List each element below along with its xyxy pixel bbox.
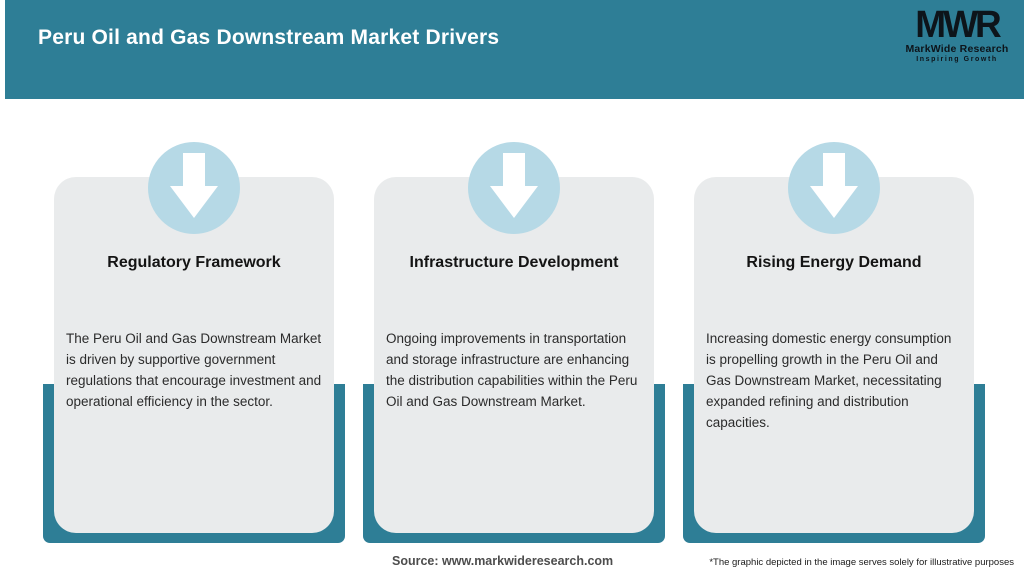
down-arrow-icon [788, 142, 880, 234]
driver-card-rising-energy-demand: Rising Energy Demand Increasing domestic… [683, 0, 985, 576]
card-description: The Peru Oil and Gas Downstream Market i… [66, 331, 322, 409]
card-body: Rising Energy Demand Increasing domestic… [694, 177, 974, 533]
card-title: Rising Energy Demand [746, 254, 922, 271]
card-description: Increasing domestic energy consumption i… [706, 331, 952, 430]
card-body: Regulatory Framework The Peru Oil and Ga… [54, 177, 334, 533]
disclaimer-text: *The graphic depicted in the image serve… [709, 557, 1014, 568]
down-arrow-icon [468, 142, 560, 234]
header-bar: Peru Oil and Gas Downstream Market Drive… [5, 0, 1024, 99]
down-arrow-icon [148, 142, 240, 234]
card-title: Regulatory Framework [107, 254, 281, 271]
logo-tagline: Inspiring Growth [916, 56, 998, 63]
source-text: Source: www.markwideresearch.com [392, 554, 614, 568]
logo-monogram: MWR [915, 3, 1001, 46]
card-description: Ongoing improvements in transportation a… [386, 331, 638, 409]
page-title: Peru Oil and Gas Downstream Market Drive… [38, 26, 500, 49]
markwide-research-logo: MWR MarkWide Research Inspiring Growth [898, 3, 1016, 63]
card-body: Infrastructure Development Ongoing impro… [374, 177, 654, 533]
card-title: Infrastructure Development [409, 254, 619, 271]
logo-name: MarkWide Research [905, 43, 1009, 55]
driver-card-infrastructure-development: Infrastructure Development Ongoing impro… [363, 0, 665, 576]
driver-card-regulatory-framework: Regulatory Framework The Peru Oil and Ga… [43, 0, 345, 576]
